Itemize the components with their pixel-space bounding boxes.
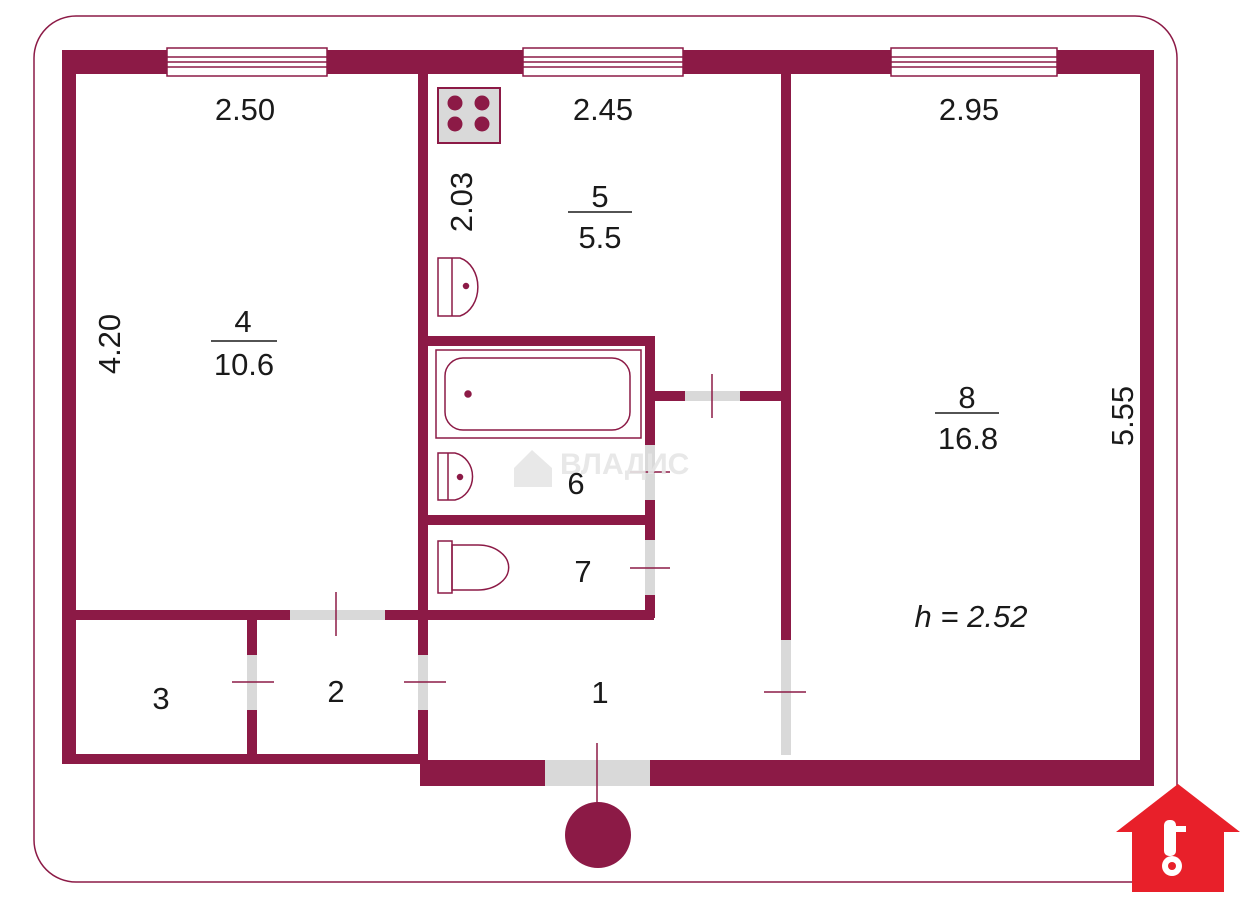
dim-kitchen-length: 2.03 [444, 172, 479, 232]
dim-room4-width: 2.50 [215, 92, 275, 127]
room-1-number: 1 [591, 675, 608, 710]
room-5-number: 5 [591, 179, 608, 214]
entrance-marker-icon [565, 802, 631, 868]
room-8-number: 8 [958, 380, 975, 415]
dim-room8-length: 5.55 [1105, 386, 1140, 446]
door-ticks [232, 374, 806, 806]
watermark-text: ВЛАДИС [560, 448, 689, 481]
sink-icon [437, 257, 479, 317]
door-gaps [247, 391, 791, 786]
room-2-number: 2 [327, 674, 344, 709]
room-4-area: 10.6 [214, 347, 274, 382]
watermark: ВЛАДИС [514, 448, 689, 487]
dim-kitchen-width: 2.45 [573, 92, 633, 127]
room-8-area: 16.8 [938, 421, 998, 456]
ceiling-height: h = 2.52 [915, 599, 1028, 634]
bathtub-icon [435, 349, 642, 439]
window-kitchen [522, 47, 684, 77]
room-7-number: 7 [574, 554, 591, 589]
room-6-number: 6 [567, 466, 584, 501]
plan-frame [33, 15, 1178, 883]
window-room4 [166, 47, 328, 77]
windows [166, 47, 1058, 77]
sink-icon [437, 452, 474, 501]
dim-room4-length: 4.20 [92, 314, 127, 374]
room-4-number: 4 [234, 304, 251, 339]
dim-room8-width: 2.95 [939, 92, 999, 127]
room-3-number: 3 [152, 681, 169, 716]
logo-house-key-icon [1116, 784, 1240, 892]
room-5-area: 5.5 [578, 220, 621, 255]
toilet-icon [437, 540, 510, 594]
stove-icon [437, 87, 501, 144]
window-room8 [890, 47, 1058, 77]
